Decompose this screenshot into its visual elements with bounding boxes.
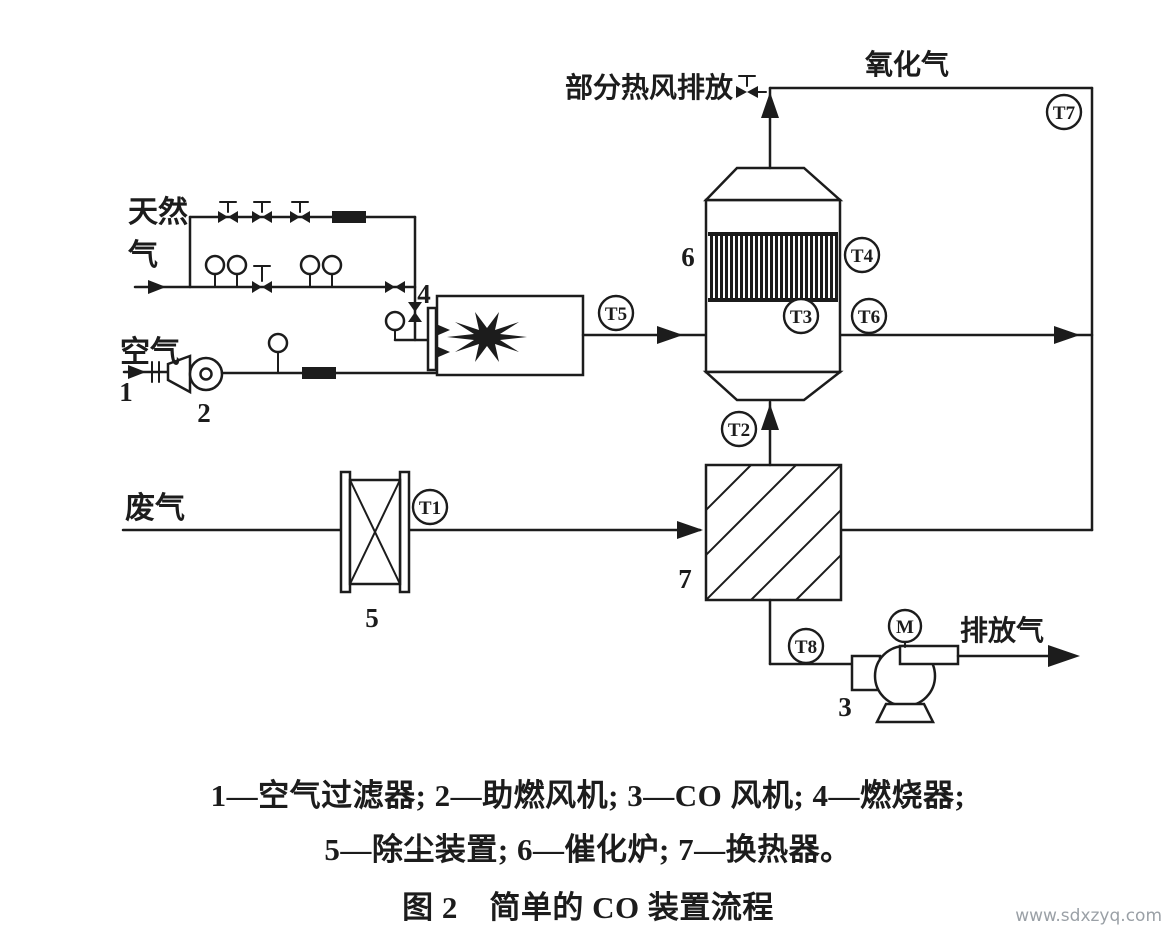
air-filter-icon [151, 361, 160, 383]
burner-icon [426, 306, 450, 372]
valve-icon [385, 281, 405, 293]
gauge-icon [204, 254, 226, 288]
heat-exchanger-hatch [706, 465, 841, 600]
exhaust-line: 排放气 3 [768, 598, 1080, 724]
sensor-T3: T3 [782, 297, 820, 335]
preheated-gas-riser [761, 400, 779, 467]
gauge-icon [226, 254, 248, 288]
equipment-number-2: 2 [197, 398, 211, 428]
sensor-label: T2 [728, 420, 750, 441]
label-waste-gas: 废气 [125, 492, 185, 525]
flow-arrow-icon [677, 521, 703, 539]
air-line: 空气 1 2 [119, 332, 438, 428]
flow-arrow-icon [1054, 326, 1080, 344]
sensor-label: T1 [419, 498, 441, 519]
sensor-T6: T6 [850, 297, 888, 335]
flow-arrow-icon [128, 365, 146, 379]
legend-line-2: 5—除尘装置; 6—催化炉; 7—换热器。 [324, 832, 852, 867]
flow-arrow-icon [761, 92, 779, 118]
motor-label: M [896, 617, 914, 638]
equipment-number-6: 6 [681, 242, 695, 272]
sensor-T5: T5 [597, 294, 635, 332]
flame-arrestor-icon [332, 211, 366, 223]
natural-gas-train: 天然 气 [128, 195, 438, 342]
flange-icon [302, 367, 336, 379]
sensor-label: T8 [795, 637, 817, 658]
label-oxidation-gas: 氧化气 [865, 49, 949, 81]
oxidation-gas-line: 部分热风排放 氧化气 [565, 49, 1094, 532]
label-partial-hot-air: 部分热风排放 [565, 71, 734, 104]
combustion-fan-icon [166, 354, 224, 395]
gauge-icon [321, 254, 343, 288]
equipment-number-7: 7 [678, 564, 692, 594]
equipment-number-4: 4 [417, 279, 431, 309]
process-flow-diagram: 天然 气 空气 1 2 4 [119, 49, 1094, 724]
gauge-icon [299, 254, 321, 288]
flow-arrow-icon [148, 280, 166, 294]
sensor-label: T7 [1053, 103, 1076, 124]
waste-gas-line: 废气 [121, 492, 703, 539]
sensor-T4: T4 [843, 236, 881, 274]
equipment-number-1: 1 [119, 377, 133, 407]
sensor-T2: T2 [720, 410, 758, 448]
flow-arrow-icon [1048, 645, 1080, 667]
label-natural-gas: 气 [128, 239, 158, 272]
watermark: www.sdxzyq.com [1015, 906, 1162, 926]
figure-title: 图 2 简单的 CO 装置流程 [402, 890, 774, 925]
flow-arrow-icon [761, 404, 779, 430]
sensor-label: T3 [790, 307, 812, 328]
gauge-icon [384, 310, 406, 341]
sensor-label: T6 [858, 307, 880, 328]
co-fan-icon [850, 641, 960, 724]
sensor-T7: T7 [1045, 93, 1083, 131]
combustor: 4 [417, 279, 585, 377]
motor-icon: M [887, 608, 923, 644]
gauge-icon [267, 332, 289, 374]
valve-icon [218, 201, 238, 223]
valve-icon [408, 302, 422, 322]
equipment-number-3: 3 [838, 692, 852, 722]
valve-icon [252, 201, 272, 223]
vent-valve-icon [736, 75, 767, 98]
catalyst-bed [708, 234, 838, 300]
sensor-T8: T8 [787, 627, 825, 665]
valve-icon [290, 201, 310, 223]
flow-arrow-icon [657, 326, 683, 344]
sensor-label: T5 [605, 304, 627, 325]
label-air: 空气 [120, 336, 180, 369]
sensor-label: T4 [851, 246, 874, 267]
heat-exchanger: 7 [678, 463, 843, 602]
temperature-sensors: T1 T2 T3 T4 T5 T6 T7 T8 [411, 93, 1083, 665]
legend-line-1: 1—空气过滤器; 2—助燃风机; 3—CO 风机; 4—燃烧器; [210, 778, 966, 813]
sensor-T1: T1 [411, 488, 449, 526]
dust-remover: 5 [339, 470, 411, 633]
equipment-number-5: 5 [365, 603, 379, 633]
label-natural-gas: 天然 [128, 195, 188, 229]
flame-icon [447, 312, 527, 362]
valve-icon [252, 265, 272, 293]
label-exhaust-gas: 排放气 [960, 614, 1044, 647]
catalytic-furnace: 6 [681, 166, 844, 402]
